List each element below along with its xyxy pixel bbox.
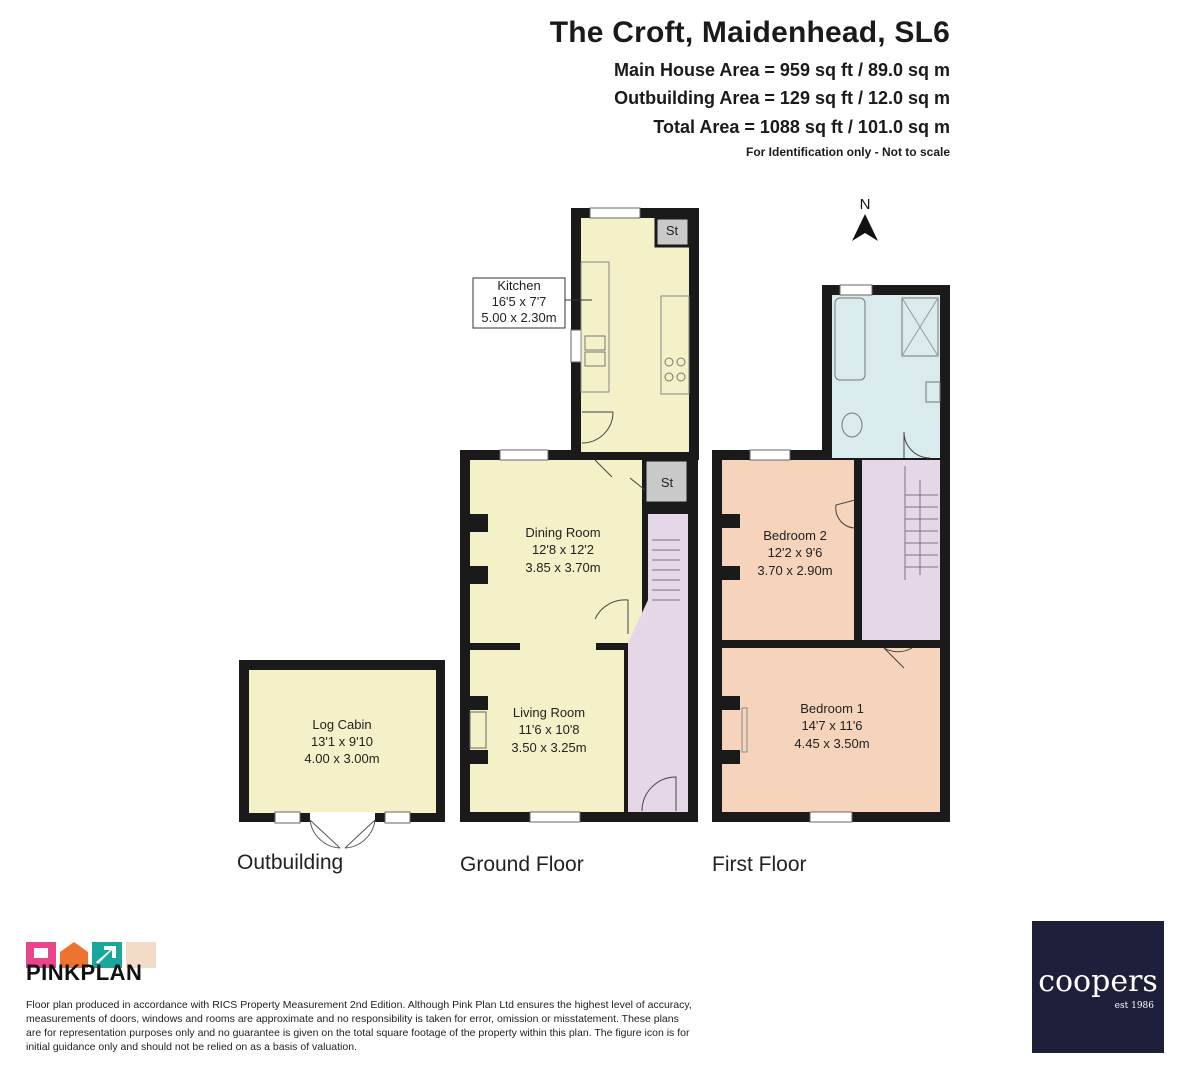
outbuilding-area: Outbuilding Area = 129 sq ft / 12.0 sq m xyxy=(614,88,950,108)
pinkplan-logo-icon xyxy=(26,942,156,968)
bathroom xyxy=(832,295,940,458)
first-floor-plan xyxy=(712,284,950,823)
bed1-name: Bedroom 1 xyxy=(800,701,864,716)
compass-label: N xyxy=(860,196,871,213)
agent-est: est 1986 xyxy=(1114,1001,1154,1011)
landing xyxy=(862,460,940,640)
bed2-imperial: 12'2 x 9'6 xyxy=(768,545,823,560)
dining-imperial: 12'8 x 12'2 xyxy=(532,542,594,557)
ground-store xyxy=(643,458,690,505)
window xyxy=(749,449,791,461)
plan-title: The Croft, Maidenhead, SL6 xyxy=(549,16,950,49)
kitchen-room xyxy=(581,218,689,452)
dining-metric: 3.85 x 3.70m xyxy=(525,560,600,575)
hallway xyxy=(628,514,688,812)
bathtub-icon xyxy=(834,297,866,381)
living-name: Living Room xyxy=(513,705,585,720)
kitchen-metric: 5.00 x 2.30m xyxy=(481,310,556,325)
outbuilding-plan xyxy=(239,660,445,849)
main-house-area: Main House Area = 959 sq ft / 89.0 sq m xyxy=(614,60,950,80)
basin-icon xyxy=(925,381,941,403)
compass-icon: N xyxy=(852,196,878,241)
bed1-metric: 4.45 x 3.50m xyxy=(794,736,869,751)
living-room xyxy=(470,650,624,812)
ground-floor-label: Ground Floor xyxy=(460,853,584,876)
bedroom-1 xyxy=(722,648,940,812)
window xyxy=(529,811,581,823)
ground-store-label: St xyxy=(661,475,674,490)
cabin-name: Log Cabin xyxy=(312,717,371,732)
kitchen-label-box xyxy=(472,277,566,329)
window xyxy=(499,449,549,461)
living-metric: 3.50 x 3.25m xyxy=(511,740,586,755)
ground-floor-plan xyxy=(460,207,699,823)
window xyxy=(809,811,853,823)
kitchen-imperial: 16'5 x 7'7 xyxy=(492,294,547,309)
dining-name: Dining Room xyxy=(525,525,600,540)
window xyxy=(274,811,301,824)
first-floor-label: First Floor xyxy=(712,853,807,876)
kitchen-store xyxy=(654,216,691,248)
agent-name: coopers xyxy=(1038,964,1158,999)
french-doors xyxy=(309,819,376,849)
window xyxy=(589,207,641,219)
scale-note: For Identification only - Not to scale xyxy=(745,145,950,159)
bed1-imperial: 14'7 x 11'6 xyxy=(801,718,862,733)
kitchen-store-label: St xyxy=(666,223,679,238)
kitchen-name: Kitchen xyxy=(497,278,540,293)
dining-room xyxy=(470,460,642,643)
toilet-icon xyxy=(841,412,863,438)
bed2-metric: 3.70 x 2.90m xyxy=(757,563,832,578)
agent-logo: coopers est 1986 xyxy=(1032,921,1164,1053)
window xyxy=(839,284,873,296)
pinkplan-logo-text: PINKPLAN xyxy=(26,960,143,985)
disclaimer: Floor plan produced in accordance with R… xyxy=(26,999,692,1053)
cabin-metric: 4.00 x 3.00m xyxy=(304,751,379,766)
living-imperial: 11'6 x 10'8 xyxy=(518,722,579,737)
total-area: Total Area = 1088 sq ft / 101.0 sq m xyxy=(653,117,950,137)
bedroom-2 xyxy=(722,460,854,640)
floor-plan-drawing: N xyxy=(239,196,950,849)
outbuilding-label: Outbuilding xyxy=(237,851,344,874)
window xyxy=(384,811,411,824)
bed2-name: Bedroom 2 xyxy=(763,528,827,543)
window xyxy=(570,329,582,363)
log-cabin-room xyxy=(249,670,436,813)
cabin-imperial: 13'1 x 9'10 xyxy=(311,734,373,749)
shower-icon xyxy=(901,297,939,357)
